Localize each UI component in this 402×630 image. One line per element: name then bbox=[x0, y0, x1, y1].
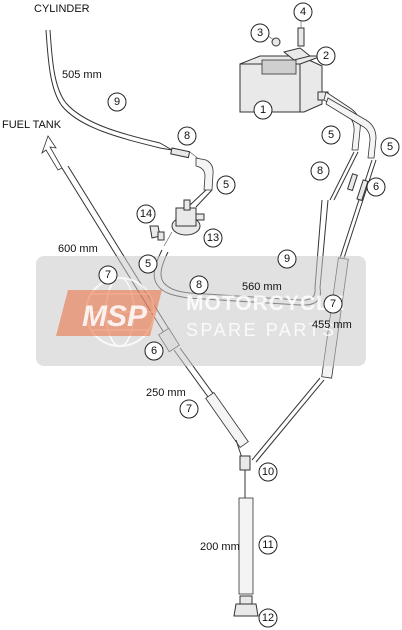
valve-13 bbox=[163, 199, 205, 247]
callout-1: 1 bbox=[253, 100, 273, 120]
callout-7-left: 7 bbox=[98, 265, 118, 285]
callout-5-right-a: 5 bbox=[321, 125, 341, 145]
label-455mm: 455 mm bbox=[312, 319, 352, 331]
svg-text:3: 3 bbox=[257, 27, 263, 39]
svg-text:13: 13 bbox=[207, 232, 219, 244]
callout-7-right: 7 bbox=[323, 294, 343, 314]
svg-text:9: 9 bbox=[284, 253, 290, 265]
hose-11 bbox=[238, 497, 254, 595]
label-600mm: 600 mm bbox=[58, 243, 98, 255]
svg-text:4: 4 bbox=[300, 6, 306, 18]
callout-9-lower: 9 bbox=[277, 249, 297, 269]
label-fuel-tank: FUEL TANK bbox=[2, 119, 62, 131]
label-505mm: 505 mm bbox=[62, 69, 102, 81]
watermark-band bbox=[36, 256, 366, 366]
callout-14: 14 bbox=[136, 204, 156, 224]
callout-10: 10 bbox=[258, 462, 278, 482]
callout-6-lower: 6 bbox=[144, 341, 164, 361]
clamp-2 bbox=[282, 47, 312, 61]
svg-text:5: 5 bbox=[328, 129, 334, 141]
canister-1 bbox=[239, 55, 329, 113]
svg-text:1: 1 bbox=[260, 104, 266, 116]
svg-text:5: 5 bbox=[387, 141, 393, 153]
callout-13: 13 bbox=[203, 228, 223, 248]
svg-text:9: 9 bbox=[114, 96, 120, 108]
hose-505 bbox=[45, 29, 173, 151]
elbow-5-upper bbox=[195, 157, 214, 191]
label-560mm: 560 mm bbox=[242, 281, 282, 293]
label-200mm: 200 mm bbox=[200, 541, 240, 553]
clip-14 bbox=[149, 225, 165, 241]
watermark-logo-shape bbox=[56, 290, 162, 336]
svg-text:6: 6 bbox=[373, 181, 379, 193]
svg-text:8: 8 bbox=[317, 165, 323, 177]
svg-text:11: 11 bbox=[262, 539, 273, 551]
callout-4: 4 bbox=[293, 2, 313, 22]
svg-text:8: 8 bbox=[184, 130, 190, 142]
callout-5-middle: 5 bbox=[216, 175, 236, 195]
svg-text:12: 12 bbox=[262, 612, 274, 624]
t-piece-10 bbox=[239, 455, 251, 500]
svg-text:6: 6 bbox=[151, 345, 157, 357]
screw-4 bbox=[297, 20, 305, 47]
label-250mm: 250 mm bbox=[146, 387, 186, 399]
svg-text:5: 5 bbox=[145, 258, 151, 270]
fitting-8-right bbox=[346, 173, 358, 192]
fuel-tank-arrow bbox=[41, 135, 63, 171]
callout-8-lower: 8 bbox=[189, 275, 209, 295]
callout-11: 11 bbox=[258, 535, 278, 555]
callout-8-upper: 8 bbox=[177, 126, 197, 146]
callout-6-right: 6 bbox=[366, 177, 386, 197]
callout-5-right-b: 5 bbox=[380, 137, 400, 157]
hose-canister-right bbox=[323, 91, 377, 159]
svg-text:2: 2 bbox=[323, 50, 329, 62]
fitting-6-right bbox=[356, 179, 369, 202]
screw-3 bbox=[267, 35, 281, 47]
label-cylinder: CYLINDER bbox=[34, 3, 90, 15]
svg-text:14: 14 bbox=[140, 208, 152, 220]
callout-7-lower: 7 bbox=[179, 399, 199, 419]
svg-text:7: 7 bbox=[330, 298, 336, 310]
callout-5-lower: 5 bbox=[138, 254, 158, 274]
svg-text:10: 10 bbox=[262, 466, 274, 478]
svg-text:7: 7 bbox=[105, 269, 111, 281]
watermark-logo: MSP bbox=[82, 300, 148, 333]
watermark-line2: SPARE PARTS bbox=[186, 320, 337, 340]
svg-text:7: 7 bbox=[186, 403, 192, 415]
callout-3: 3 bbox=[250, 23, 270, 43]
watermark-line1: MOTORCYCLE bbox=[186, 292, 345, 315]
filter-12 bbox=[233, 595, 259, 617]
callout-9-upper: 9 bbox=[107, 92, 127, 112]
watermark: MSP MOTORCYCLE SPARE PARTS bbox=[36, 256, 366, 366]
callout-2: 2 bbox=[316, 46, 336, 66]
hose-to-valve bbox=[189, 189, 213, 208]
svg-text:5: 5 bbox=[223, 179, 229, 191]
svg-text:8: 8 bbox=[196, 279, 202, 291]
callout-8-right: 8 bbox=[310, 161, 330, 181]
callout-12: 12 bbox=[258, 608, 278, 628]
